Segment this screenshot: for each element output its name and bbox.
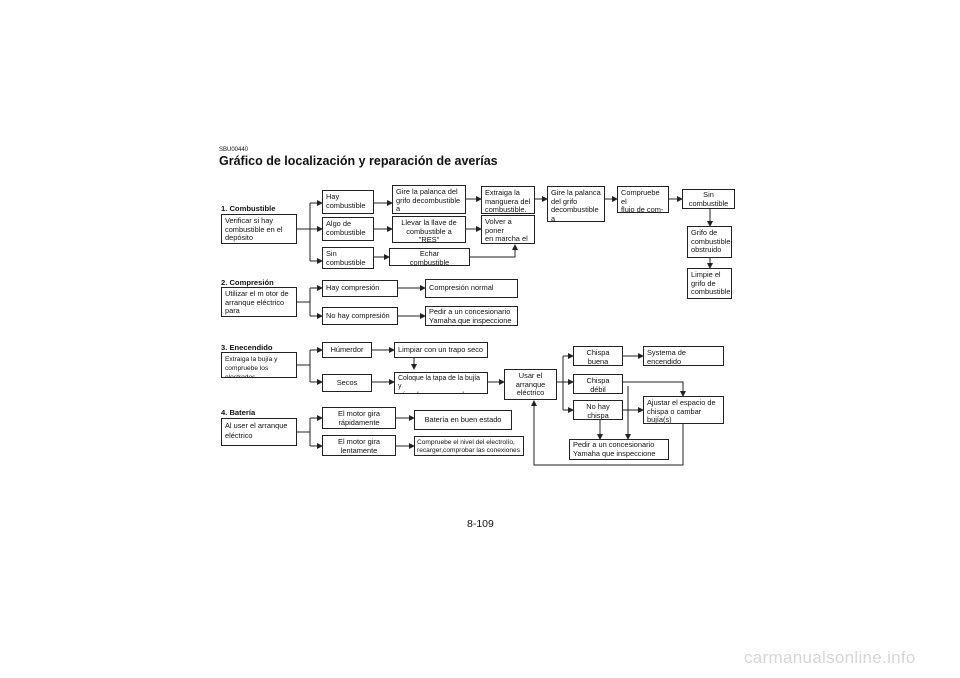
compression-present-box: Hay compresión — [322, 280, 398, 297]
turn-off-valve-box: Gire la palanca del grifo decombustible … — [392, 185, 466, 214]
page-number: 8-109 — [467, 518, 494, 530]
dry-electrodes-box: Secos — [322, 374, 372, 392]
good-spark-box: Chispa buena — [573, 346, 623, 366]
check-fuel-flow-box: Compruebe el flujo de com- bustible — [617, 186, 669, 213]
use-starter-box: Usar el arranque eléctrico — [504, 369, 557, 400]
dealer-inspect-ignition-box: Pedir a un concesionario Yamaha que insp… — [569, 439, 669, 460]
fuel-check-box: Verificar si hay combustible en el depós… — [221, 214, 297, 244]
wet-electrodes-box: Húmerdor — [322, 342, 372, 358]
valve-clogged-box: Grifo de combustible obstruido — [687, 226, 732, 258]
section-heading-combustible: 1. Combustible — [221, 204, 276, 213]
remove-fuel-hose-box: Extraiga la manguera del combustible. — [481, 186, 535, 214]
section-heading-compresion: 2. Compresión — [221, 278, 274, 287]
no-fuel-flow-box: Sin combustible — [682, 189, 735, 209]
some-fuel-box: Algo de combustible — [322, 217, 374, 241]
turn-on-valve-box: Gire la palanca del grifo decombustible … — [547, 186, 605, 222]
set-reserve-box: Llevar la llave de combustible a "RES" — [392, 216, 466, 243]
compression-check-box: Utilizar el m otor de arranque eléctrico… — [221, 287, 297, 317]
ignition-normal-box: Systema de encendido normal — [643, 346, 724, 366]
add-fuel-box: Echar combustible — [389, 248, 470, 266]
dry-wipe-box: Limpiar con un trapo seco — [394, 342, 488, 358]
fuel-present-box: Hay combustible — [322, 190, 374, 214]
adjust-gap-box: Ajustar el espacio de chispa o cambar bu… — [643, 396, 724, 424]
section-heading-encendido: 3. Enecendido — [221, 343, 273, 352]
clean-valve-box: Limpie el grifo de combustible — [687, 268, 732, 299]
battery-good-box: Batería en buen estado — [414, 410, 512, 430]
ground-plug-cap-box: Coloque la tapa de la bujía y póngala a … — [394, 372, 488, 394]
dealer-inspect-compression-box: Pedir a un concesionario Yamaha que insp… — [425, 306, 518, 326]
battery-check-box: Al user el arranque eléctrico — [221, 418, 297, 446]
watermark: carmanualsonline.info — [744, 648, 916, 667]
no-compression-box: No hay compresión — [322, 307, 398, 325]
engine-fast-box: El motor gira rápidamente — [322, 407, 396, 429]
no-fuel-box: Sin combustible — [322, 247, 374, 269]
restart-engine-box: Volver a poner en marcha el mptor — [481, 215, 535, 244]
spark-plug-check-box: Extraiga la bujía y compruebe los electr… — [221, 352, 297, 378]
check-electrolyte-box: Compruebe el nivel del electrolío, recar… — [414, 436, 524, 456]
compression-normal-box: Compresión normal — [425, 279, 518, 298]
weak-spark-box: Chispa débil — [573, 374, 623, 394]
section-heading-bateria: 4. Batería — [221, 408, 256, 417]
engine-slow-box: El motor gira lentamente — [322, 435, 396, 456]
no-spark-box: No hay chispa — [573, 400, 623, 420]
document-code: SBU00440 — [219, 147, 249, 153]
page-title: Gráfico de localización y reparación de … — [219, 154, 498, 168]
